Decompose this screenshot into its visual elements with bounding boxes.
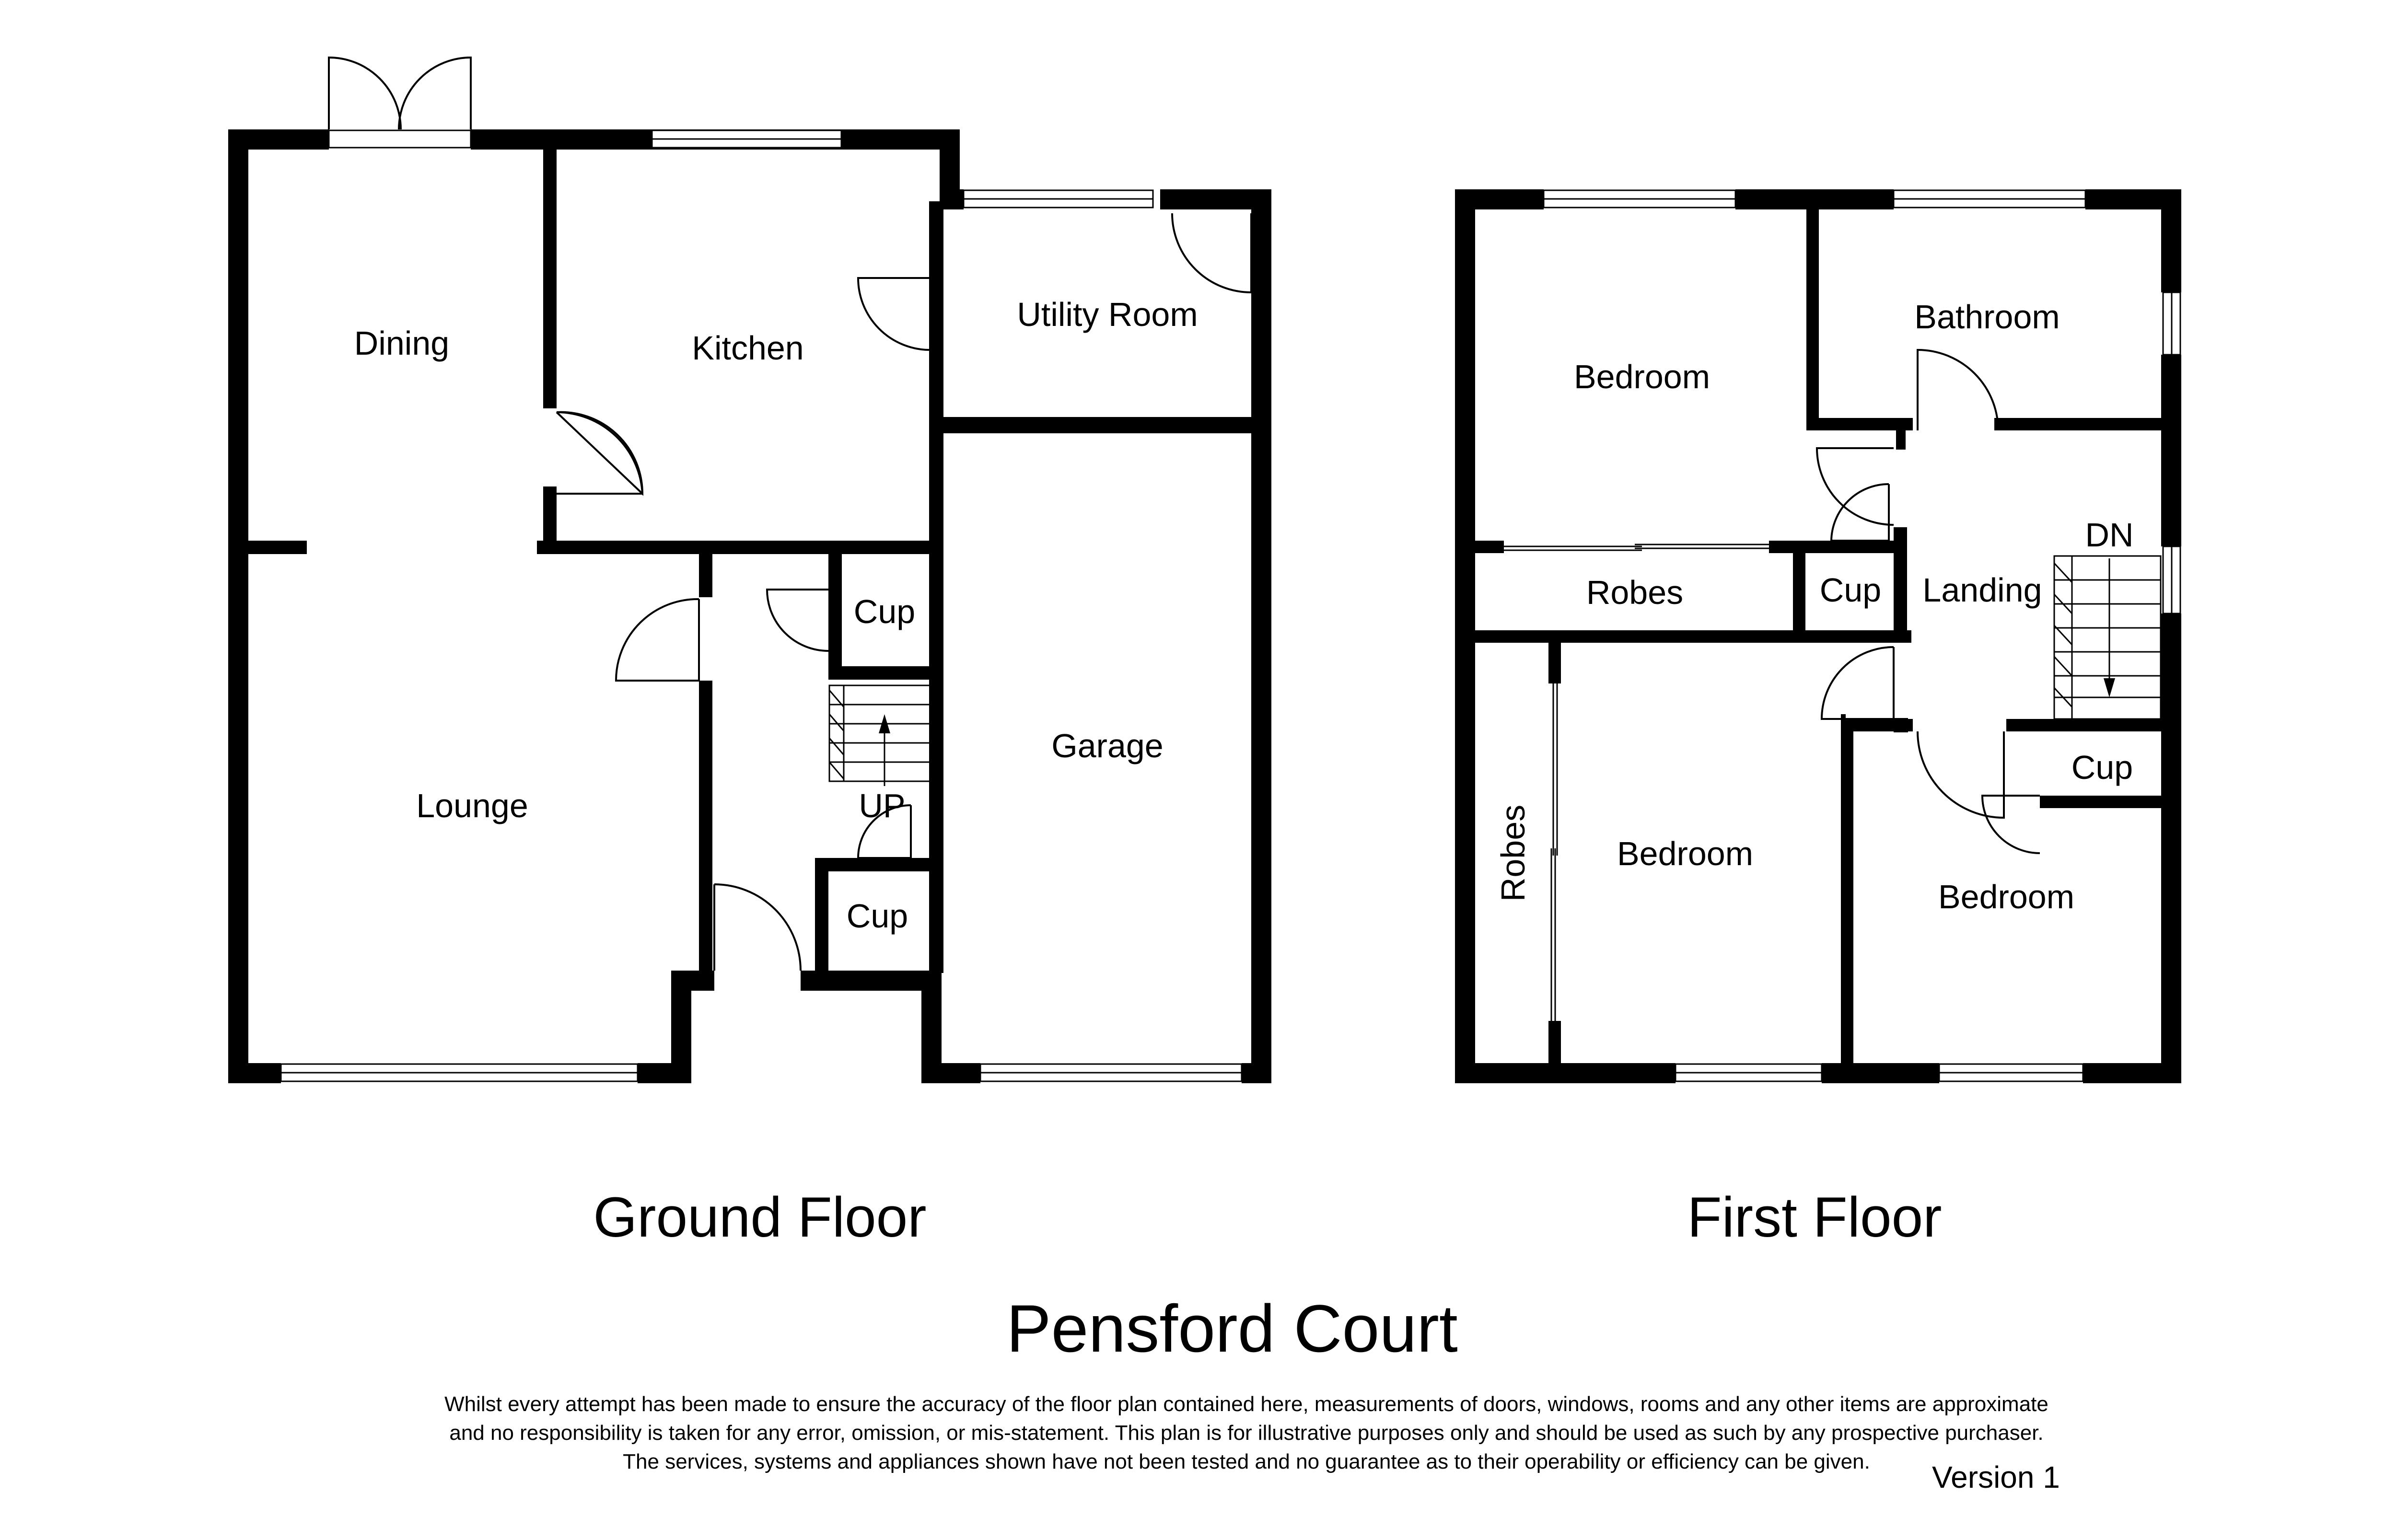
disclaimer-line-3: The services, systems and appliances sho…	[623, 1450, 1870, 1473]
room-kitchen: Kitchen	[692, 329, 803, 367]
ground-floor-label: Ground Floor	[593, 1186, 926, 1249]
version-label: Version 1	[1932, 1460, 2060, 1494]
room-cup-upper: Cup	[854, 593, 915, 630]
disclaimer-line-2: and no responsibility is taken for any e…	[449, 1421, 2044, 1445]
room-dining: Dining	[354, 324, 449, 362]
property-title: Pensford Court	[1006, 1291, 1458, 1366]
room-cup-right: Cup	[2071, 749, 2133, 786]
room-lounge: Lounge	[416, 787, 528, 824]
stairs-up-label: UP	[859, 787, 905, 824]
room-landing: Landing	[1922, 571, 2042, 609]
room-robes-top: Robes	[1586, 574, 1683, 611]
ground-stairs	[828, 684, 931, 786]
room-garage: Garage	[1051, 727, 1163, 764]
disclaimer: Whilst every attempt has been made to en…	[240, 1390, 2253, 1476]
room-robes-side: Robes	[1494, 805, 1532, 902]
room-cup-landing: Cup	[1820, 571, 1881, 609]
ground-floor-plan	[228, 56, 1271, 1083]
room-utility: Utility Room	[1017, 296, 1198, 333]
stairs-down-label: DN	[2085, 516, 2133, 554]
disclaimer-line-1: Whilst every attempt has been made to en…	[444, 1392, 2048, 1416]
room-cup-lower: Cup	[847, 897, 908, 935]
room-bedroom-front-left: Bedroom	[1574, 358, 1710, 395]
first-floor-label: First Floor	[1687, 1186, 1942, 1249]
first-stairs	[2053, 555, 2162, 720]
room-bathroom: Bathroom	[1914, 298, 2060, 336]
room-bedroom-right: Bedroom	[1938, 878, 2074, 915]
room-bedroom-middle: Bedroom	[1617, 835, 1753, 872]
first-floor-plan	[1455, 189, 2181, 1083]
